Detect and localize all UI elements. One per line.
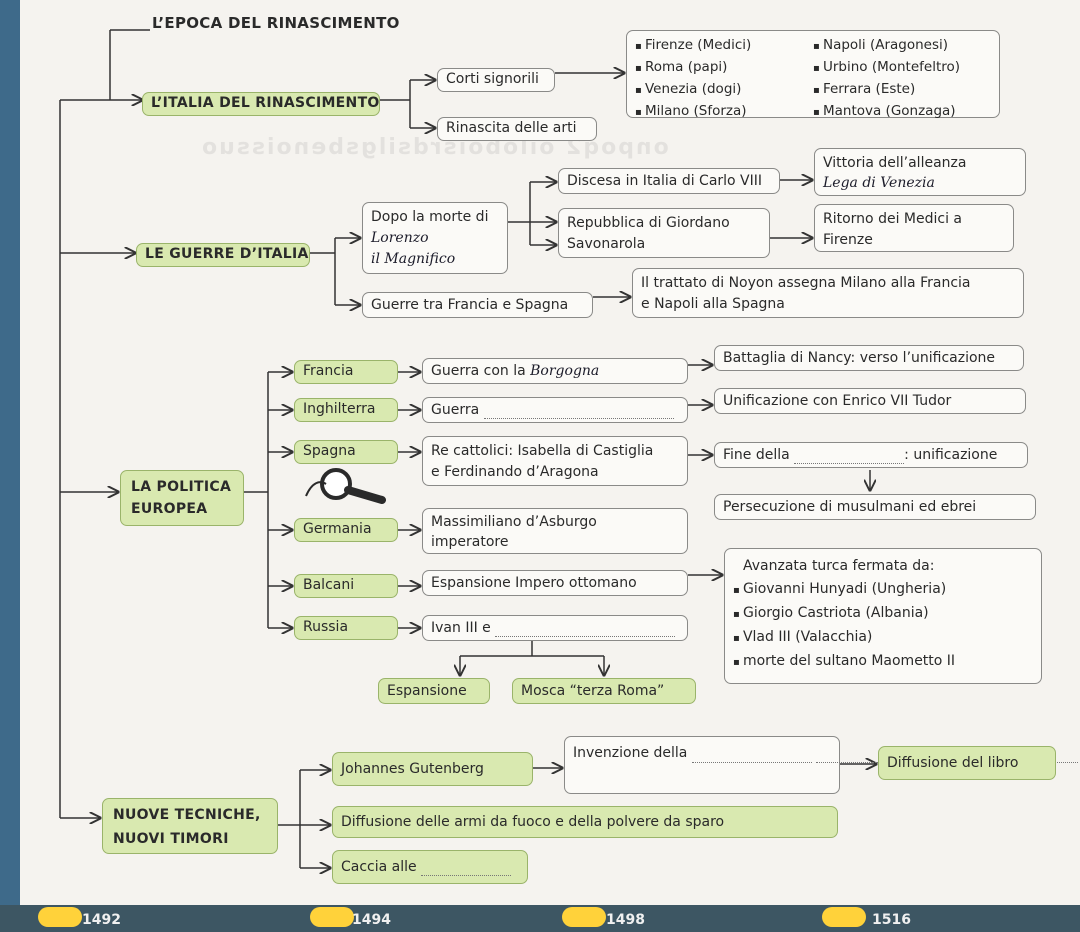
state-item: Firenze (Medici)	[635, 35, 751, 57]
fine-della-box: Fine della : unificazione	[714, 442, 1028, 468]
handwritten-answer: Lega di Venezia	[823, 175, 935, 191]
espansione-box: Espansione	[378, 678, 490, 704]
avanzata-title: Avanzata turca fermata da:	[743, 558, 935, 574]
fill-blank	[495, 636, 676, 637]
inghilterra-guerra-box: Guerra	[422, 397, 688, 423]
diffusione-libro-box: Diffusione del libro	[878, 746, 1056, 780]
tecniche-line2: NUOVI TIMORI	[113, 831, 229, 847]
politica-europea-label: LA POLITICA EUROPEA	[120, 470, 244, 526]
avanzata-item: Giorgio Castriota (Albania)	[733, 602, 1033, 626]
country-inghilterra: Inghilterra	[294, 398, 398, 422]
timeline-bar	[0, 905, 1080, 932]
country-germania: Germania	[294, 518, 398, 542]
corti-signorili-box: Corti signorili	[437, 68, 555, 92]
dopo-morte-box: Dopo la morte di Lorenzo il Magnifico	[362, 202, 508, 274]
nuove-tecniche-label: NUOVE TECNICHE, NUOVI TIMORI	[102, 798, 278, 854]
fill-blank	[794, 463, 905, 464]
invenzione-box: Invenzione della	[564, 736, 1079, 794]
avanzata-item: morte del sultano Maometto II	[733, 650, 1033, 674]
handwritten-answer: Borgogna	[530, 363, 600, 379]
repubblica-line1: Repubblica di Giordano	[567, 215, 730, 231]
ritorno-line2: Firenze	[823, 232, 873, 248]
avanzata-turca-box: Avanzata turca fermata da: Giovanni Huny…	[724, 548, 1042, 684]
italia-label: L’ITALIA DEL RINASCIMENTO	[142, 92, 380, 116]
state-item: Ferrara (Este)	[813, 79, 960, 101]
massimiliano-box: Massimiliano d’Asburgo imperatore	[422, 508, 688, 554]
armi-fuoco-box: Diffusione delle armi da fuoco e della p…	[332, 806, 838, 838]
inghilterra-guerra-text: Guerra	[431, 402, 480, 418]
enrico-tudor-box: Unificazione con Enrico VII Tudor	[714, 388, 1026, 414]
francia-guerra-text: Guerra con la	[431, 363, 526, 379]
magnifier-icon	[305, 468, 386, 504]
mosca-terza-roma-box: Mosca “terza Roma”	[512, 678, 696, 704]
avanzata-item: Giovanni Hunyadi (Ungheria)	[733, 578, 1033, 602]
state-item: Roma (papi)	[635, 57, 751, 79]
massimiliano-line1: Massimiliano d’Asburgo	[431, 514, 597, 530]
persecuzione-box: Persecuzione di musulmani ed ebrei	[714, 494, 1036, 520]
invenzione-text: Invenzione della	[573, 745, 688, 761]
timeline-year: 1492	[82, 912, 121, 928]
francia-guerra-box: Guerra con la Borgogna	[422, 358, 688, 384]
re-cattolici-line2: e Ferdinando d’Aragona	[431, 464, 599, 480]
fine-della-text: Fine della	[723, 447, 790, 463]
fill-blank	[691, 762, 812, 763]
guerre-francia-spagna-box: Guerre tra Francia e Spagna	[362, 292, 593, 318]
handwritten-answer: Lorenzo	[371, 230, 429, 246]
state-item: Venezia (dogi)	[635, 79, 751, 101]
repubblica-box: Repubblica di Giordano Savonarola	[558, 208, 770, 258]
trattato-line1: Il trattato di Noyon assegna Milano alla…	[641, 275, 971, 291]
caccia-box: Caccia alle	[332, 850, 528, 884]
ritorno-line1: Ritorno dei Medici a	[823, 211, 962, 227]
italian-states-box: Firenze (Medici) Roma (papi) Venezia (do…	[626, 30, 1000, 119]
politica-line2: EUROPEA	[131, 501, 208, 517]
timeline-year: 1498	[606, 912, 645, 928]
country-russia: Russia	[294, 616, 398, 640]
massimiliano-line2: imperatore	[431, 534, 509, 550]
timeline-year: 1494	[352, 912, 391, 928]
re-cattolici-box: Re cattolici: Isabella di Castiglia e Fe…	[422, 436, 688, 486]
rinascita-arti-box: Rinascita delle arti	[437, 117, 597, 141]
politica-line1: LA POLITICA	[131, 479, 232, 495]
guerre-label: LE GUERRE D’ITALIA	[136, 243, 310, 267]
fill-blank	[483, 418, 674, 419]
timeline-marker	[38, 907, 82, 927]
repubblica-line2: Savonarola	[567, 236, 646, 252]
country-spagna: Spagna	[294, 440, 398, 464]
fill-blank	[421, 875, 512, 876]
state-item: Mantova (Gonzaga)	[813, 101, 960, 123]
vittoria-text: Vittoria dell’alleanza	[823, 155, 967, 171]
page-title: L’EPOCA DEL RINASCIMENTO	[152, 14, 400, 32]
timeline-year: 1516	[872, 912, 911, 928]
timeline-marker	[562, 907, 606, 927]
state-item: Urbino (Montefeltro)	[813, 57, 960, 79]
state-item: Napoli (Aragonesi)	[813, 35, 960, 57]
re-cattolici-line1: Re cattolici: Isabella di Castiglia	[431, 443, 654, 459]
avanzata-item: Vlad III (Valacchia)	[733, 626, 1033, 650]
ivan-text: Ivan III e	[431, 620, 491, 636]
ritorno-medici-box: Ritorno dei Medici a Firenze	[814, 204, 1014, 252]
vittoria-box: Vittoria dell’alleanza Lega di Venezia	[814, 148, 1026, 196]
timeline-marker	[822, 907, 866, 927]
caccia-text: Caccia alle	[341, 859, 417, 875]
discesa-carlo-box: Discesa in Italia di Carlo VIII	[558, 168, 780, 194]
gutenberg-box: Johannes Gutenberg	[332, 752, 533, 786]
trattato-noyon-box: Il trattato di Noyon assegna Milano alla…	[632, 268, 1024, 318]
unificazione-text: : unificazione	[904, 447, 998, 463]
timeline-marker	[310, 907, 354, 927]
country-balcani: Balcani	[294, 574, 398, 598]
state-item: Milano (Sforza)	[635, 101, 751, 123]
trattato-line2: e Napoli alla Spagna	[641, 296, 785, 312]
tecniche-line1: NUOVE TECNICHE,	[113, 807, 261, 823]
dopo-morte-text: Dopo la morte di	[371, 209, 489, 225]
impero-ottomano-box: Espansione Impero ottomano	[422, 570, 688, 596]
book-edge	[0, 0, 22, 932]
handwritten-answer: il Magnifico	[371, 251, 456, 267]
ivan-box: Ivan III e	[422, 615, 688, 641]
country-francia: Francia	[294, 360, 398, 384]
battaglia-nancy-box: Battaglia di Nancy: verso l’unificazione	[714, 345, 1024, 371]
